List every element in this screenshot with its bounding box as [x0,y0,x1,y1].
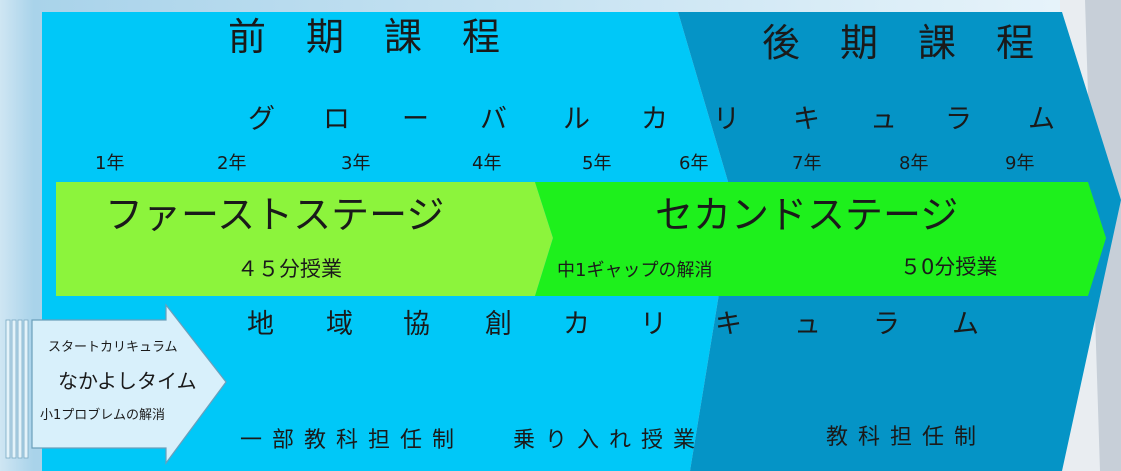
grade-year-1: 1年 [95,153,125,174]
late-header-char-1: 後 [762,21,801,65]
global-curriculum-char-11: ム [1028,104,1055,135]
global-curriculum-char-1: グ [248,104,275,135]
grade-year-4: 4年 [472,153,502,174]
second-stage-title: セカンドステージ [655,193,959,237]
global-curriculum-char-3: ー [402,104,429,135]
start-bar-3 [17,319,23,459]
first-stage-title: ファーストステージ [105,193,445,237]
global-curriculum-char-6: カ [641,104,668,135]
global-curriculum-char-4: バ [480,104,507,135]
early-header-char-2: 期 [306,15,345,59]
partial-subject-teacher-system: 一部教科担任制 [240,428,465,453]
late-header-char-2: 期 [840,21,879,65]
local-curriculum-char-5: カ [563,309,590,340]
grade-year-6: 6年 [679,153,709,174]
grade-year-5: 5年 [582,153,612,174]
early-header-char-1: 前 [228,15,267,59]
subject-teacher-system: 教科担任制 [826,425,987,450]
local-curriculum-char-8: ュ [794,309,821,340]
grade-year-2: 2年 [217,153,247,174]
grade-year-9: 9年 [1005,153,1035,174]
start-curriculum-arrow [31,303,227,465]
global-curriculum-char-8: キ [793,104,820,135]
grade-year-7: 7年 [792,153,822,174]
global-curriculum-char-5: ル [563,104,590,135]
global-curriculum-char-7: リ [713,104,740,135]
local-curriculum-char-3: 協 [403,309,430,340]
local-curriculum-char-6: リ [640,309,667,340]
cross-class-teaching: 乗り入れ授業 [513,428,706,453]
second-stage-lesson: ５0分授業 [900,255,998,279]
local-curriculum-char-1: 地 [247,309,274,340]
first-stage-lesson: ４５分授業 [237,257,342,281]
late-header-char-3: 課 [918,21,957,65]
start-curriculum-note: 小1プロブレムの解消 [40,408,166,423]
start-bar-4 [23,319,29,459]
local-curriculum-char-7: キ [715,309,742,340]
grade-year-3: 3年 [341,153,371,174]
local-curriculum-char-10: ム [952,309,979,340]
early-header-char-3: 課 [384,15,423,59]
late-header-char-4: 程 [996,21,1035,65]
start-curriculum-name: なかよしタイム [58,369,197,393]
local-curriculum-char-2: 域 [326,309,353,340]
first-stage-arrow [56,182,553,296]
start-curriculum-label: スタートカリキュラム [48,340,178,355]
start-bar-1 [5,319,11,459]
grade-year-8: 8年 [899,153,929,174]
second-stage-gap-note: 中1ギャップの解消 [557,260,713,281]
start-bar-2 [11,319,17,459]
early-header-char-4: 程 [462,15,501,59]
second-stage-arrow [535,182,1106,296]
local-curriculum-char-9: ラ [873,309,900,340]
global-curriculum-char-9: ュ [870,104,897,135]
local-curriculum-char-4: 創 [485,309,512,340]
global-curriculum-char-10: ラ [945,104,972,135]
global-curriculum-char-2: ロ [323,104,350,135]
